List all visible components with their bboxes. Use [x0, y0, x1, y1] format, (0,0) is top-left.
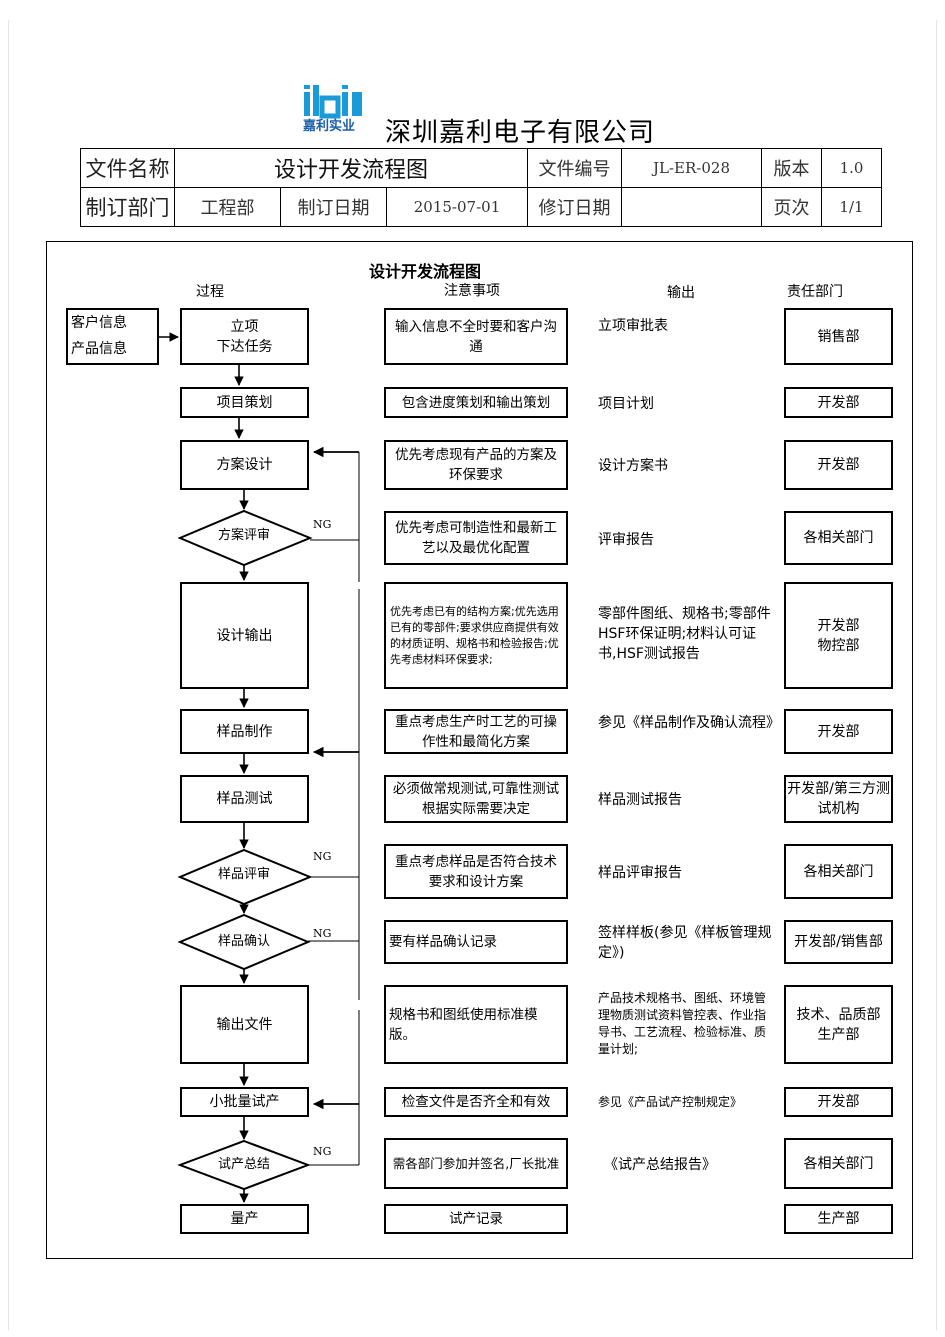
process-output-docs: 输出文件	[180, 985, 309, 1064]
dept-project-planning: 开发部	[784, 387, 893, 418]
dept-trial-summary: 各相关部门	[784, 1138, 893, 1189]
customer-info: 客户信息	[71, 315, 127, 331]
process-sample-testing: 样品测试	[180, 775, 309, 823]
note-design-output: 优先考虑已有的结构方案;优先选用已有的零部件;要求供应商提供有效的材质证明、规格…	[384, 582, 568, 689]
output-trial-production: 参见《产品试产控制规定》	[598, 1095, 743, 1109]
page-border	[8, 20, 937, 1330]
note-sample-review: 重点考虑样品是否符合技术要求和设计方案	[384, 844, 568, 899]
dept-value: 工程部	[174, 187, 281, 227]
output-trial-summary: 《试产总结报告》	[604, 1157, 716, 1173]
logo-subtitle: 嘉利实业	[302, 118, 355, 134]
process-plan-design: 方案设计	[180, 440, 309, 490]
ng-label-4: NG	[313, 1145, 332, 1158]
note-sample-making: 重点考虑生产时工艺的可操作性和最简化方案	[384, 709, 568, 754]
note-project-planning: 包含进度策划和输出策划	[384, 387, 568, 418]
company-name: 深圳嘉利电子有限公司	[385, 118, 656, 148]
diamond-sample-confirm	[177, 913, 311, 971]
dept-initiation: 销售部	[784, 308, 893, 365]
output-sample-review: 样品评审报告	[598, 865, 682, 881]
process-sample-confirm: 样品确认	[217, 934, 270, 949]
output-plan-review: 评审报告	[598, 532, 654, 548]
dept-sample-making: 开发部	[784, 709, 893, 754]
doc-name-label: 文件名称	[80, 148, 175, 188]
col-header-dept: 责任部门	[787, 284, 843, 300]
output-design-output: 零部件图纸、规格书;零部件HSF环保证明;材料认可证书,HSF测试报告	[598, 606, 771, 662]
ng-label-1: NG	[313, 518, 332, 531]
process-project-planning: 项目策划	[180, 387, 309, 418]
col-header-process: 过程	[196, 284, 224, 300]
output-initiation: 立项审批表	[598, 318, 668, 334]
output-plan-design: 设计方案书	[598, 458, 668, 474]
dept-design-output: 开发部 物控部	[784, 582, 893, 689]
output-sample-testing: 样品测试报告	[598, 792, 682, 808]
process-trial-production: 小批量试产	[180, 1087, 309, 1117]
col-header-output: 输出	[667, 285, 695, 301]
dept-plan-design: 开发部	[784, 440, 893, 490]
note-trial-summary: 需各部门参加并签名,厂长批准	[384, 1138, 568, 1189]
dept-plan-review: 各相关部门	[784, 511, 893, 565]
ng-label-3: NG	[313, 927, 332, 940]
note-plan-review: 优先考虑可制造性和最新工艺以及最优化配置	[384, 511, 568, 565]
note-mass-production: 试产记录	[384, 1204, 568, 1234]
note-plan-design: 优先考虑现有产品的方案及环保要求	[384, 440, 568, 490]
diamond-sample-review	[177, 848, 313, 906]
process-trial-summary: 试产总结	[217, 1157, 270, 1172]
note-trial-production: 检查文件是否齐全和有效	[384, 1087, 568, 1117]
version-value: 1.0	[821, 148, 882, 188]
page-value: 1/1	[821, 187, 882, 227]
col-header-notes: 注意事项	[444, 283, 500, 299]
revision-value	[621, 187, 762, 227]
product-info: 产品信息	[71, 341, 127, 357]
revision-label: 修订日期	[527, 187, 622, 227]
process-sample-making: 样品制作	[180, 709, 309, 754]
diamond-plan-review	[177, 509, 313, 567]
customer-info-box: 客户信息 产品信息	[66, 308, 159, 365]
process-sample-review: 样品评审	[217, 867, 270, 882]
dept-sample-review: 各相关部门	[784, 844, 893, 899]
dept-sample-confirm: 开发部/销售部	[784, 920, 893, 964]
output-project-planning: 项目计划	[598, 396, 654, 412]
diamond-trial-summary	[177, 1139, 311, 1191]
document-header-table: 文件名称 设计开发流程图 文件编号 JL-ER-028 版本 1.0 制订部门 …	[80, 148, 882, 227]
date-value: 2015-07-01	[386, 187, 528, 227]
date-label: 制订日期	[280, 187, 387, 227]
note-output-docs: 规格书和图纸使用标准模版。	[384, 985, 568, 1064]
ng-label-2: NG	[313, 850, 332, 863]
process-initiation: 立项 下达任务	[180, 308, 309, 365]
company-logo: 嘉利实业	[302, 85, 362, 134]
process-mass-production: 量产	[180, 1204, 309, 1234]
output-sample-making: 参见《样品制作及确认流程》	[598, 715, 780, 731]
output-output-docs: 产品技术规格书、图纸、环境管理物质测试资料管控表、作业指导书、工艺流程、检验标准…	[598, 991, 767, 1056]
output-sample-confirm: 签样样板(参见《样板管理规定》)	[598, 925, 772, 961]
doc-name-value: 设计开发流程图	[174, 148, 528, 188]
note-sample-testing: 必须做常规测试,可靠性测试根据实际需要决定	[384, 775, 568, 823]
dept-label: 制订部门	[80, 187, 175, 227]
process-design-output: 设计输出	[180, 582, 309, 689]
note-initiation: 输入信息不全时要和客户沟通	[384, 308, 568, 365]
version-label: 版本	[761, 148, 822, 188]
dept-trial-production: 开发部	[784, 1087, 893, 1117]
process-plan-review: 方案评审	[217, 528, 270, 543]
note-sample-confirm: 要有样品确认记录	[384, 920, 568, 964]
flowchart-title: 设计开发流程图	[368, 262, 481, 281]
dept-sample-testing: 开发部/第三方测试机构	[784, 775, 893, 823]
flowchart-frame	[46, 241, 913, 1259]
doc-number-label: 文件编号	[527, 148, 622, 188]
dept-output-docs: 技术、品质部 生产部	[784, 985, 893, 1064]
dept-mass-production: 生产部	[784, 1204, 893, 1234]
